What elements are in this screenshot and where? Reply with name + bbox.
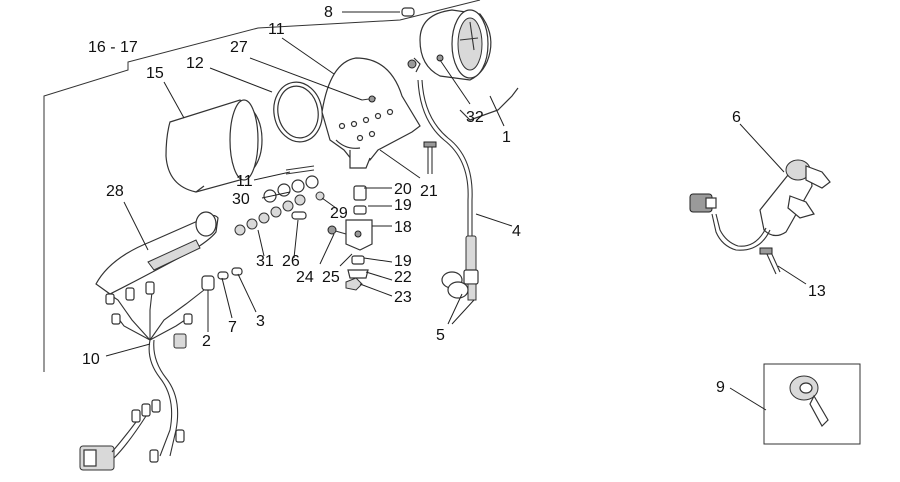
label-32: 32	[466, 109, 484, 126]
label-14: 13	[808, 283, 826, 300]
label-25: 25	[322, 269, 340, 286]
label-5: 5	[436, 327, 445, 344]
group-outline: 16 - 17	[43, 0, 481, 372]
label-31: 31	[256, 253, 274, 270]
screw-24-part	[327, 225, 347, 235]
lens-row-part	[263, 175, 325, 203]
label-12: 11	[268, 21, 285, 38]
label-23: 23	[394, 289, 412, 306]
label-19-bottom: 19	[394, 253, 412, 270]
label-7: 7	[228, 319, 237, 336]
ring-part	[273, 81, 323, 143]
label-6: 6	[732, 109, 741, 126]
bracket-1-part	[459, 87, 519, 121]
label-30: 30	[232, 191, 250, 208]
ignition-switch-part	[689, 159, 831, 275]
label-1: 1	[502, 129, 511, 146]
label-27: 27	[230, 39, 248, 56]
label-21: 21	[420, 183, 438, 200]
screw-11-part	[285, 165, 315, 175]
leader-lines	[105, 11, 807, 411]
group-label: 16 - 17	[88, 39, 138, 56]
label-11: 11	[236, 173, 253, 190]
instrument-bracket-part	[321, 57, 421, 169]
label-26: 26	[282, 253, 300, 270]
bulb-8-part	[401, 7, 415, 17]
label-9: 9	[716, 379, 725, 396]
clamp-stack-part	[345, 185, 373, 291]
screw-27-part	[361, 95, 377, 103]
part-labels: 15 12 27 11 8 32 1 11 30 29 20 19 18 21 …	[82, 4, 826, 396]
label-22: 22	[394, 269, 412, 286]
label-2: 2	[202, 333, 211, 350]
label-18: 18	[394, 219, 412, 236]
bulb-socket-part	[201, 267, 243, 291]
label-13: 12	[186, 55, 204, 72]
bulb-holder-row-part	[234, 194, 307, 236]
label-10: 10	[82, 351, 100, 368]
warning-light-panel-part	[95, 211, 219, 295]
label-28: 28	[106, 183, 124, 200]
label-19-top: 19	[394, 197, 412, 214]
speedometer-part	[407, 9, 492, 81]
cover-part	[165, 99, 263, 193]
label-20: 20	[394, 181, 412, 198]
label-8: 8	[324, 4, 333, 21]
wiring-harness-part	[79, 281, 205, 471]
label-29: 29	[330, 205, 348, 222]
label-15: 15	[146, 65, 164, 82]
speedometer-cable-part	[417, 79, 479, 301]
key-part	[763, 363, 861, 445]
screw-21-part	[423, 141, 437, 174]
label-3: 3	[256, 313, 265, 330]
label-24: 24	[296, 269, 314, 286]
label-4: 4	[512, 223, 521, 240]
